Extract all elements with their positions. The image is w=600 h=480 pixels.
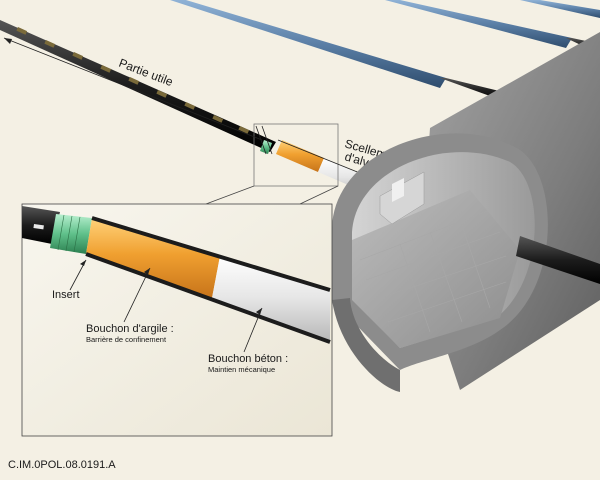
tunnel-floor (352, 190, 520, 348)
insert-small (260, 140, 272, 154)
cell-tube-3 (520, 0, 600, 18)
inset-clay-plug (86, 218, 220, 298)
label-bouchon-beton-sub: Maintien mécanique (208, 365, 275, 374)
inset-box (21, 203, 333, 437)
inset-insert (50, 214, 92, 254)
label-bouchon-argile: Bouchon d'argile : (86, 323, 174, 335)
access-tunnel (332, 32, 600, 392)
magnifier-frame (205, 123, 339, 205)
tunnel-rim-front (332, 298, 400, 392)
label-bouchon-argile-sub: Barrière de confinement (86, 335, 167, 344)
clay-plug-small (276, 140, 324, 172)
waste-packages (16, 27, 250, 134)
partie-utile-dimension (3, 37, 273, 155)
reference-code: C.IM.0POL.08.0191.A (8, 459, 116, 471)
floor-grid (359, 209, 507, 333)
label-bouchon-beton: Bouchon béton : (208, 353, 288, 365)
sealing-wall (379, 171, 425, 225)
exiting-pipe (516, 236, 600, 284)
cell-sleeve (0, 20, 276, 152)
leader-concrete (243, 307, 263, 353)
inset-cell-cutaway (22, 206, 331, 344)
cell-opening (392, 178, 404, 202)
leader-clay (123, 267, 151, 323)
label-insert: Insert (52, 289, 80, 301)
inset-concrete-plug (212, 256, 330, 340)
